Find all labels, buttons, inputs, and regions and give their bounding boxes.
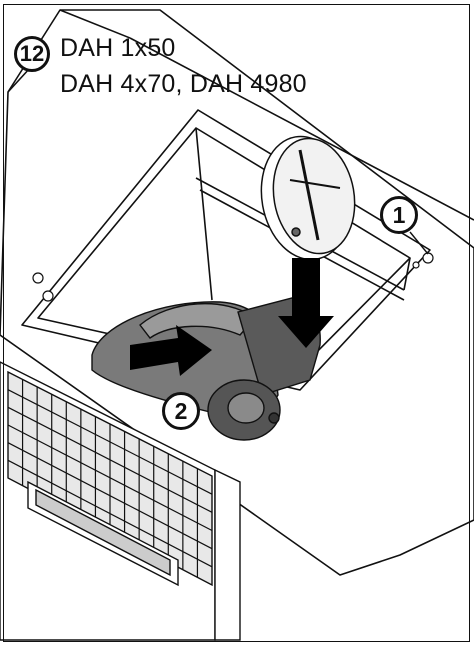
step-number-badge: 12: [14, 36, 50, 72]
front-panel-side: [214, 468, 241, 641]
screw-right: [422, 252, 434, 264]
motor-wheel-hub: [227, 392, 265, 424]
grid-row-line: [7, 459, 213, 568]
callout-1-leader: [409, 231, 429, 255]
damper-disc-rib-2: [289, 179, 341, 189]
damper-disc-rib: [298, 149, 320, 241]
grid-row-line: [7, 389, 213, 495]
front-panel: [0, 361, 241, 641]
rim-screws: [32, 252, 434, 302]
damper-disc-face: [272, 137, 356, 255]
hood-top-fold-1: [59, 9, 131, 39]
opening-back-wall: [195, 127, 213, 301]
screw-left-2: [42, 290, 54, 302]
damper-disc: [260, 135, 356, 261]
damper-screw: [291, 227, 301, 237]
hood-left-edge: [7, 67, 31, 93]
front-handle-inner: [35, 488, 171, 577]
arrow-down: [278, 258, 334, 348]
grid-row-line: [7, 424, 213, 532]
filter-grid-lines: [7, 379, 213, 578]
model-line-1: DAH 1x50: [60, 34, 176, 62]
screw-left-1: [32, 272, 44, 284]
screw-right-2: [412, 261, 420, 269]
motor-screw: [268, 412, 280, 424]
opening-right-wall: [403, 257, 411, 291]
callout-1: 1: [380, 196, 418, 234]
callout-2: 2: [162, 392, 200, 430]
grid-row-line: [7, 442, 213, 550]
grid-row-line: [7, 406, 213, 513]
install-arrows: [130, 258, 334, 376]
hood-top-fold-2: [129, 37, 474, 221]
model-line-2: DAH 4x70, DAH 4980: [60, 70, 307, 98]
arrow-right: [130, 325, 212, 376]
